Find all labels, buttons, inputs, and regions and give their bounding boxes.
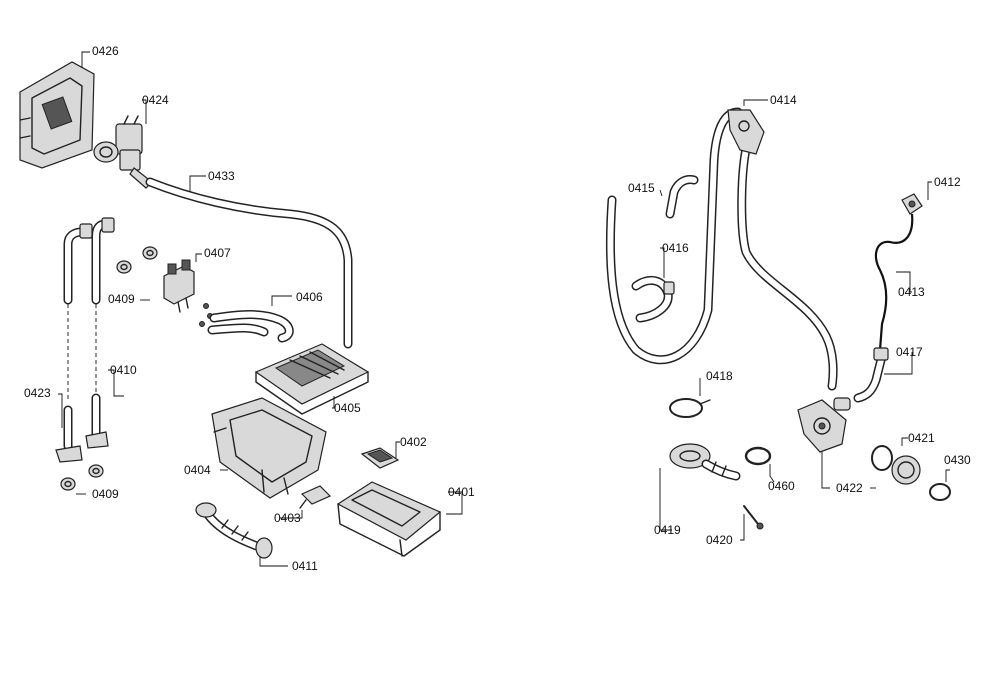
label-0426: 0426 <box>92 44 119 58</box>
label-0410: 0410 <box>110 363 137 377</box>
label-0411: 0411 <box>292 559 318 573</box>
label-0418: 0418 <box>706 369 733 383</box>
label-0409-lower: 0409 <box>92 487 119 501</box>
part-0403-connector <box>299 485 332 509</box>
part-0460-clamp <box>744 446 772 466</box>
label-0416: 0416 <box>662 241 689 255</box>
label-0415: 0415 <box>628 181 655 195</box>
label-0422: 0422 <box>836 481 863 495</box>
part-0412-pressure-sensor <box>901 193 923 215</box>
label-0460: 0460 <box>768 479 795 493</box>
label-0409-upper: 0409 <box>108 292 135 306</box>
part-0430-cap-ring <box>929 483 951 501</box>
part-0409-washers-lower <box>60 464 104 491</box>
label-0421: 0421 <box>908 431 935 445</box>
part-labels: 0426 0424 0433 0407 0409 0406 0410 0423 … <box>24 44 971 573</box>
part-0414-drain-hose <box>605 107 838 391</box>
label-0424: 0424 <box>142 93 169 107</box>
part-0407-valve-block <box>163 259 213 327</box>
label-0430: 0430 <box>944 453 971 467</box>
label-0404: 0404 <box>184 463 211 477</box>
part-0411-bellows-hose <box>195 502 273 559</box>
part-0420-screw <box>743 505 764 530</box>
part-0404-dispenser-housing <box>211 397 327 499</box>
part-0417-pump-hose <box>853 347 889 403</box>
part-0415-bent-hose <box>665 175 699 219</box>
part-drain-pump <box>797 397 851 453</box>
label-0423: 0423 <box>24 386 51 400</box>
label-0407: 0407 <box>204 246 231 260</box>
part-0401-detergent-drawer <box>336 481 442 557</box>
part-0402-cap <box>360 447 400 469</box>
part-0409-washers-upper <box>116 246 158 274</box>
label-0420: 0420 <box>706 533 733 547</box>
label-0413: 0413 <box>898 285 925 299</box>
label-0403: 0403 <box>274 511 301 525</box>
label-0406: 0406 <box>296 290 323 304</box>
part-0426-mounting-frame <box>19 61 95 169</box>
part-0421-pump-seal <box>871 445 921 485</box>
label-0405: 0405 <box>334 401 361 415</box>
part-0416-u-hose <box>631 275 675 323</box>
leader-lines <box>58 51 950 567</box>
label-0414: 0414 <box>770 93 797 107</box>
label-0419: 0419 <box>654 523 681 537</box>
part-0405-dispenser-top <box>254 343 370 415</box>
part-0406-small-hoses <box>207 310 294 343</box>
label-0433: 0433 <box>208 169 235 183</box>
label-0412: 0412 <box>934 175 961 189</box>
part-0433-supply-hose <box>145 177 353 349</box>
label-0402: 0402 <box>400 435 427 449</box>
label-0417: 0417 <box>896 345 923 359</box>
part-0418-clamp-ring <box>669 398 711 418</box>
part-0424-inlet-valve <box>93 115 153 189</box>
part-0413-pressure-tube <box>874 213 914 351</box>
label-0401: 0401 <box>448 485 475 499</box>
part-0419-sump-hose <box>669 443 741 481</box>
part-0423-0410-fill-hoses <box>55 217 115 463</box>
